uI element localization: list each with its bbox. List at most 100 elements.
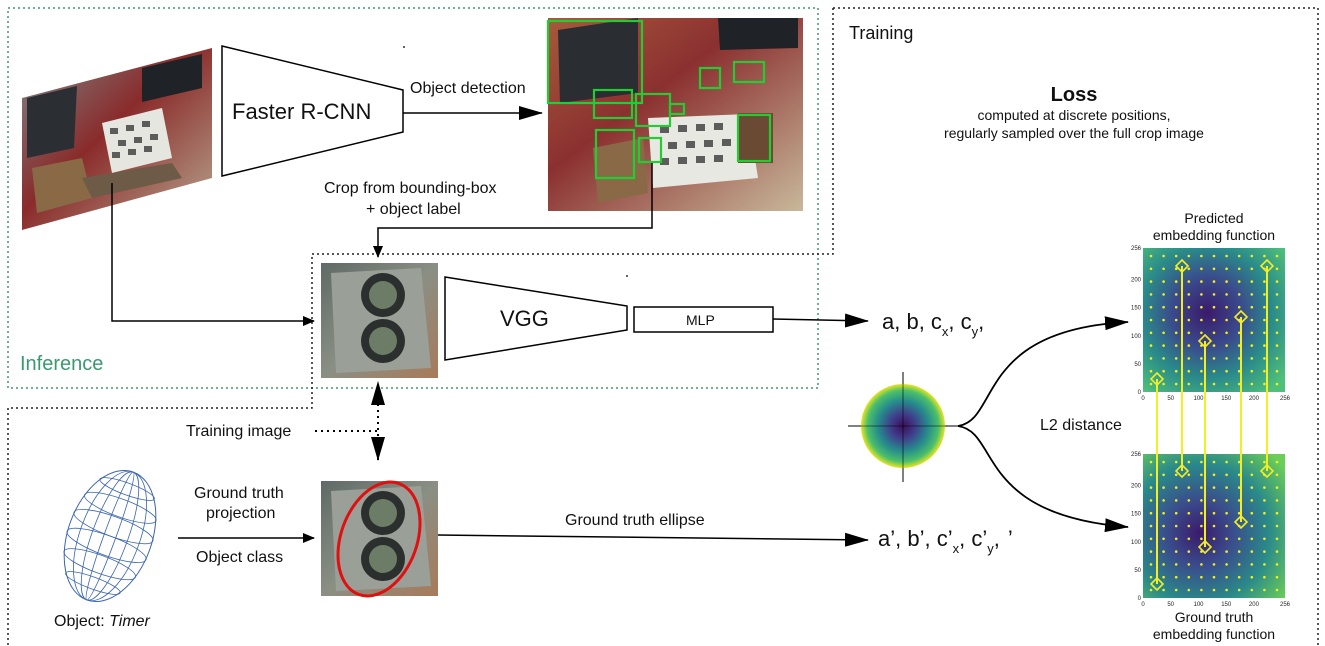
sample-dot [1174,344,1178,347]
sample-dot [1187,460,1191,464]
sample-dot [1263,305,1266,309]
sample-dot [1212,369,1216,373]
sample-dot [1275,318,1279,322]
sample-dot [1250,293,1254,296]
sample-dot [1212,280,1216,283]
x-tick-label: 150 [1221,396,1232,402]
sample-dot [1237,280,1241,283]
sample-dot [1275,460,1279,464]
sample-dot [1174,499,1178,502]
y-tick-label: 100 [1131,540,1142,546]
sample-dot [1225,369,1228,373]
sample-dot [1225,293,1228,296]
mlp-label: MLP [686,312,715,328]
sample-dot [1263,524,1266,528]
y-tick-label: 200 [1131,278,1142,284]
sample-dot [1275,473,1279,477]
sample-dot [1162,588,1165,592]
sample-dot [1263,575,1266,579]
sample-dot [1225,473,1228,477]
sample-dot [1174,563,1178,566]
sample-dot [1225,588,1228,592]
sample-dot [1162,293,1165,296]
sample-dot [1162,369,1165,373]
match-lines [1156,266,1268,584]
x-tick-label: 50 [1167,602,1174,608]
sample-dot [1174,537,1178,541]
y-tick-label: 50 [1134,362,1141,368]
sample-dot [1225,486,1228,489]
faster-rcnn-block [221,45,404,177]
sample-dot [1237,357,1241,360]
sample-dot [1174,369,1178,373]
y-tick-label: 256 [1131,452,1142,458]
sample-dot [1187,511,1191,515]
y-tick-label: 0 [1138,390,1142,396]
mlp-output-arrow [772,313,869,328]
sample-dot [1162,486,1165,489]
sample-dot [1162,499,1165,502]
sample-dot [1225,511,1228,515]
sample-dot [1237,473,1241,477]
sample-dot [1250,550,1254,553]
sample-dot [1263,280,1266,283]
sample-dot [1187,369,1191,373]
sample-dot [1212,550,1216,553]
x-tick-label: 0 [1141,396,1145,402]
sample-dot [1275,305,1279,309]
sample-dot [1162,254,1165,258]
sample-dot [1250,331,1254,335]
vgg-block [444,276,628,361]
sample-dot [1149,280,1153,283]
sample-dot [1149,369,1153,373]
sample-dot [1187,537,1191,541]
sample-dot [1162,575,1165,579]
sample-dot [1187,344,1191,347]
sample-dot [1174,331,1178,335]
sample-dot [1174,460,1178,464]
loss-title: Loss [1051,84,1098,106]
sample-dot [1237,293,1241,296]
sample-dot [1237,344,1241,347]
sample-dot [1237,331,1241,335]
match-markers [1149,258,1275,592]
sample-dot [1187,318,1191,322]
x-tick-label: 200 [1249,396,1260,402]
sample-dot [1200,473,1203,477]
sample-dot [1162,473,1165,477]
sample-dot [1237,267,1241,271]
object-caption: Object: Timer [54,613,151,630]
sample-dot [1225,460,1228,464]
sample-dot [1275,588,1279,592]
training-region-border [7,7,1319,646]
predicted-title-line2: embedding function [1153,227,1275,243]
sample-dot [1200,293,1203,296]
sample-dot [1250,318,1254,322]
sample-dot [1250,511,1254,515]
sample-dot [1263,382,1266,386]
sample-dot [1250,460,1254,464]
inference-label: Inference [20,353,103,375]
sample-dot [1225,305,1228,309]
sample-dot [1162,382,1165,386]
sample-dot [1162,537,1165,541]
x-tick-label: 50 [1167,396,1174,402]
sample-dot [1187,588,1191,592]
sample-dot [1250,305,1254,309]
x-tick-label: 0 [1141,602,1145,608]
sample-dot [1212,293,1216,296]
sample-dot [1200,588,1203,592]
sample-dot [1212,499,1216,502]
sample-dot [1275,524,1279,528]
sample-dot [1225,357,1228,360]
sample-dot [1174,280,1178,283]
x-tick-label: 100 [1193,396,1204,402]
sample-dot [1149,588,1153,592]
x-tick-label: 150 [1221,602,1232,608]
sample-dot [1275,563,1279,566]
x-tick-label: 200 [1249,602,1260,608]
timer-crop [321,263,438,378]
